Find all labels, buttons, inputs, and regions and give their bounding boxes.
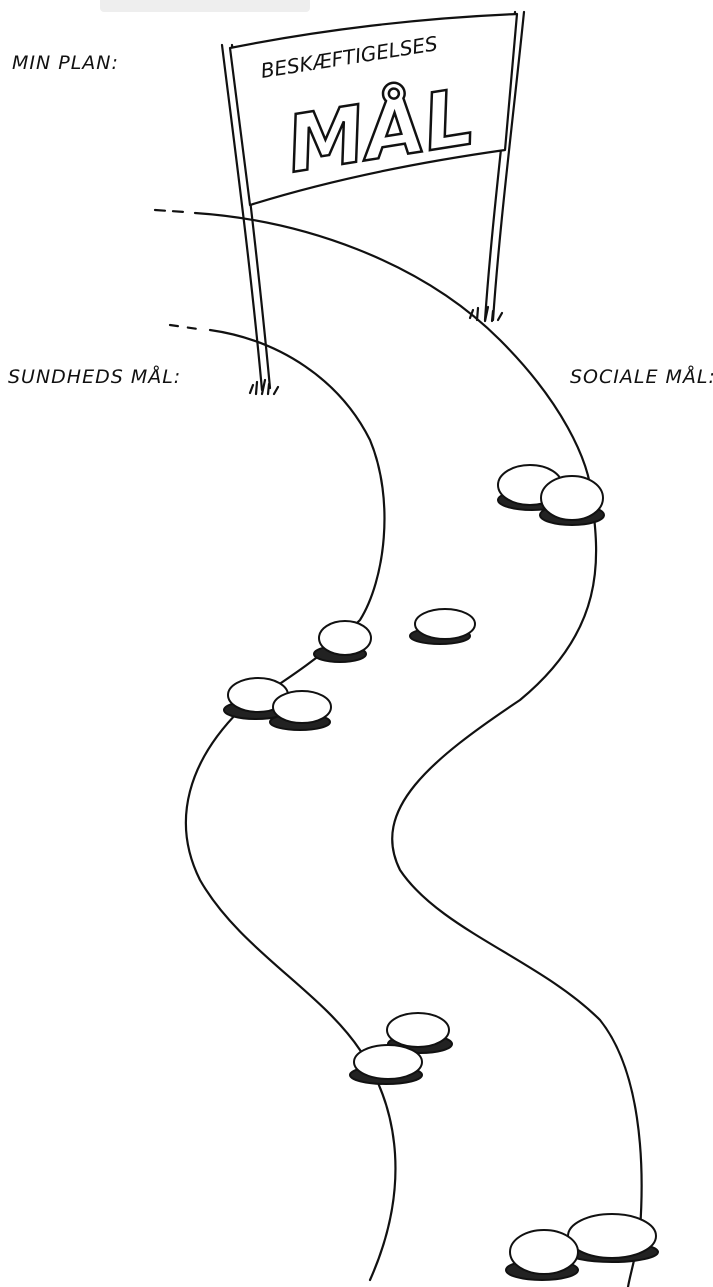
stone-group-left-middle xyxy=(223,677,332,731)
flag-pole-left xyxy=(220,43,264,392)
stone-group-bottom-right xyxy=(505,1213,659,1281)
road-edge-left xyxy=(184,328,397,1282)
horizon-dash-lower xyxy=(168,323,207,332)
stone-group-right-top xyxy=(497,464,605,526)
stone-middle-center xyxy=(409,608,476,645)
top-tab xyxy=(100,0,310,12)
flag-pole-right-inner xyxy=(491,10,526,322)
health-goals-label: SUNDHEDS MÅL: xyxy=(8,366,182,388)
road-edge-right xyxy=(193,211,643,1287)
stone-group-lower xyxy=(349,1012,453,1085)
banner-cloth xyxy=(228,12,519,207)
my-plan-label: MIN PLAN: xyxy=(12,52,119,74)
horizon-dash-upper xyxy=(153,208,187,214)
banner-title-line2: MÅL xyxy=(281,71,481,191)
social-goals-label: SOCIALE MÅL: xyxy=(570,366,713,388)
stones xyxy=(223,464,659,1281)
stone-middle-left-small xyxy=(313,620,372,663)
grass-right xyxy=(468,305,504,323)
grass-left xyxy=(248,378,280,396)
